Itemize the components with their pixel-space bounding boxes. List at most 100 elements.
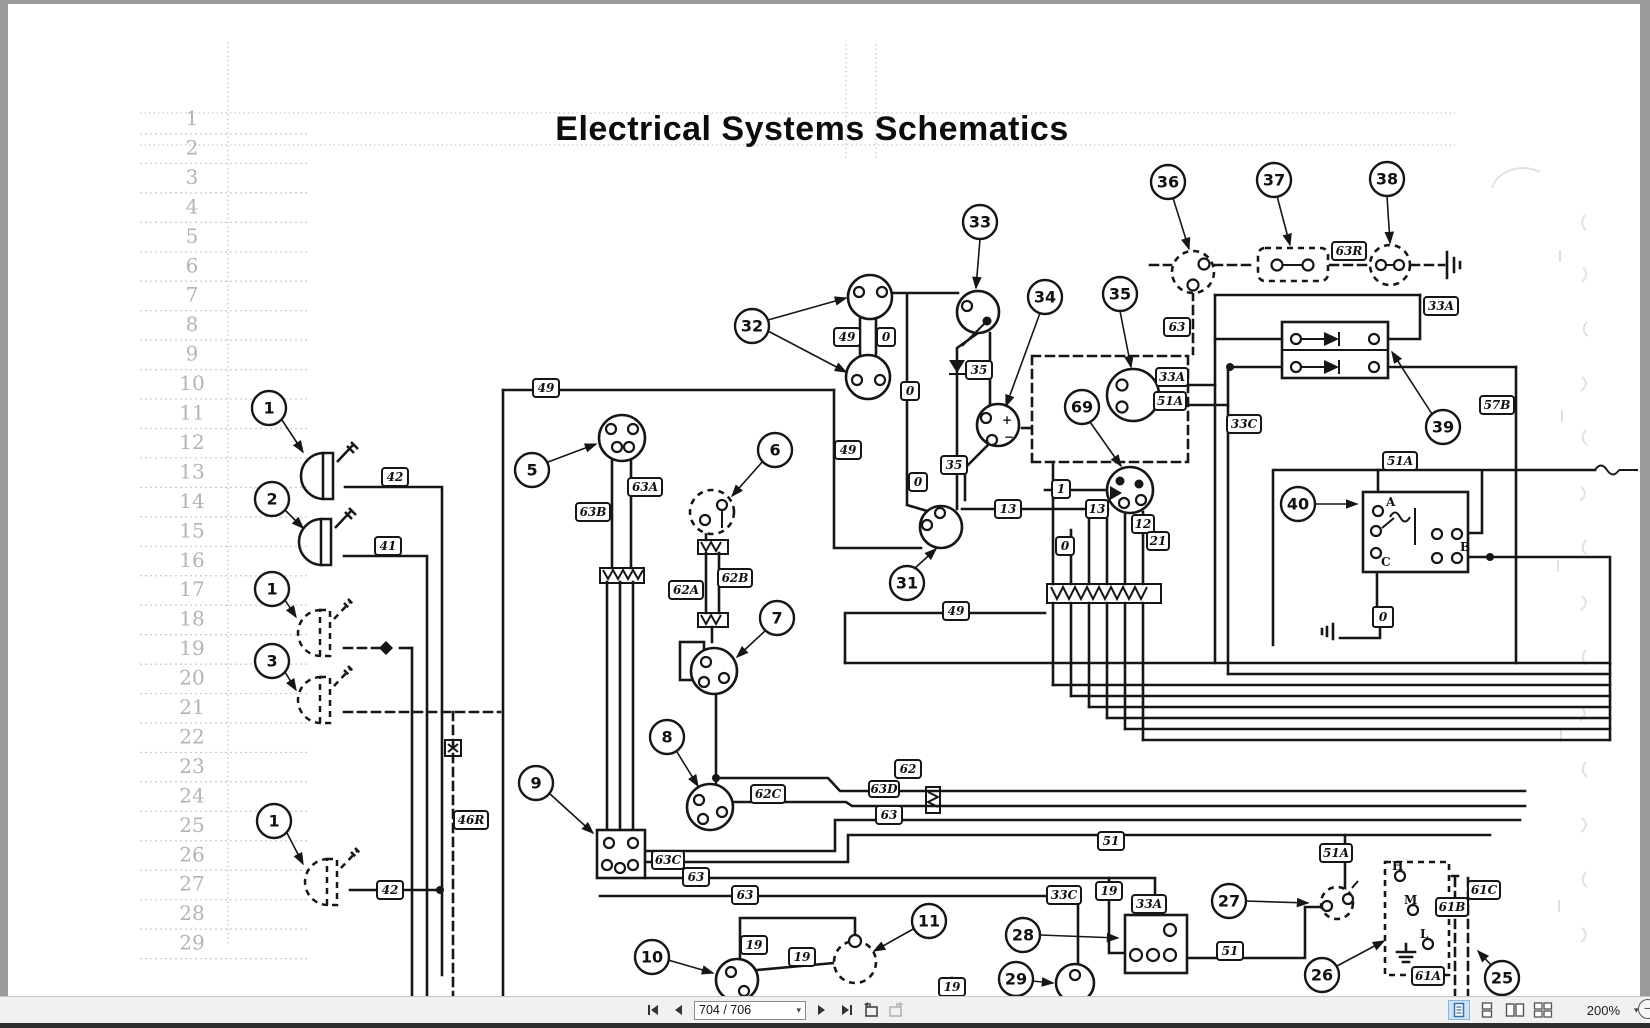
svg-text:21: 21 (1149, 534, 1167, 548)
callout-balloons: 1 2 1 3 1 5 6 7 8 9 10 11 31 32 33 34 35… (250, 160, 1521, 996)
switch-m-label: M (1404, 893, 1417, 907)
svg-text:63B: 63B (580, 505, 607, 519)
next-page-button[interactable] (811, 1000, 831, 1020)
margin-row-number: 15 (179, 518, 204, 542)
next-view-button[interactable] (886, 1000, 906, 1020)
margin-row-number: 26 (179, 842, 204, 866)
callout-8: 8 (648, 718, 686, 756)
svg-text:63D: 63D (870, 782, 898, 796)
svg-text:57B: 57B (1484, 398, 1511, 412)
facing-view-icon (1505, 1003, 1525, 1017)
facing-view-button[interactable] (1504, 1000, 1526, 1020)
svg-text:63: 63 (737, 888, 754, 902)
connector-9-block (595, 828, 647, 880)
diode-icon (949, 360, 965, 373)
margin-row-number: 25 (179, 813, 204, 837)
ground-icon (1445, 250, 1462, 280)
page-title: Electrical Systems Schematics (555, 110, 1068, 148)
relay-terminal-b-label: B (1460, 540, 1470, 554)
margin-row-number: 21 (179, 695, 204, 719)
headlamp-icon-dashed (296, 664, 357, 725)
page-number-input[interactable]: 704 / 706 ▾ (694, 1000, 806, 1020)
margin-row-number: 3 (186, 165, 199, 189)
svg-text:7: 7 (771, 609, 782, 628)
svg-text:62C: 62C (755, 787, 782, 801)
continuous-view-icon (1481, 1002, 1493, 1018)
svg-text:34: 34 (1034, 288, 1056, 307)
callout-leaders (281, 195, 1493, 987)
svg-text:51: 51 (1222, 944, 1239, 958)
components: + − (595, 243, 1470, 996)
svg-text:63: 63 (881, 808, 898, 822)
margin-row-number: 8 (186, 312, 199, 336)
margin-row-number: 27 (179, 872, 204, 896)
connector-69-cluster (1105, 465, 1155, 515)
svg-text:63: 63 (688, 870, 705, 884)
page-indicator: 704 / 706 (699, 1003, 752, 1017)
connector-7 (678, 640, 739, 696)
svg-text:37: 37 (1263, 171, 1285, 190)
callout-26: 26 (1303, 956, 1341, 994)
svg-text:0: 0 (1061, 539, 1070, 553)
margin-row-number: 16 (179, 548, 204, 572)
switch-l-label: L (1420, 927, 1429, 941)
margin-row-number: 1 (186, 106, 199, 130)
callout-1: 1 (250, 389, 288, 427)
switch-h-label: H (1392, 859, 1403, 873)
splice-connector-icon (379, 641, 393, 655)
facing-continuous-view-button[interactable] (1532, 1000, 1554, 1020)
svg-text:40: 40 (1287, 495, 1309, 514)
svg-text:33C: 33C (1231, 417, 1258, 431)
previous-view-button[interactable] (861, 1000, 881, 1020)
svg-text:36: 36 (1157, 173, 1179, 192)
ground-icon (1395, 942, 1417, 964)
svg-text:5: 5 (526, 461, 537, 480)
svg-text:0: 0 (882, 330, 891, 344)
svg-text:49: 49 (538, 381, 555, 395)
svg-text:35: 35 (1109, 285, 1131, 304)
svg-text:0: 0 (906, 384, 915, 398)
svg-text:29: 29 (1005, 970, 1027, 989)
margin-row-number: 9 (186, 342, 199, 366)
wire-tags: 42 41 46R 42 49 63A 63B 62A 62B 49 0 49 … (374, 241, 1515, 996)
svg-text:1: 1 (268, 812, 279, 831)
callout-25: 25 (1483, 959, 1521, 996)
guide-rules (140, 42, 1455, 945)
svg-text:35: 35 (971, 363, 988, 377)
svg-text:2: 2 (266, 490, 277, 509)
headlamp-icon (299, 440, 360, 501)
svg-text:31: 31 (896, 574, 918, 593)
callout-37: 37 (1255, 161, 1293, 199)
callout-31: 31 (888, 564, 926, 602)
battery-connector-34: + − (975, 402, 1021, 448)
single-page-view-button[interactable] (1448, 1000, 1470, 1020)
svg-text:51A: 51A (1323, 846, 1349, 860)
svg-text:38: 38 (1376, 170, 1398, 189)
wires-left (342, 485, 502, 996)
svg-text:10: 10 (641, 948, 663, 967)
svg-text:11: 11 (918, 912, 940, 931)
diode-block-39 (1280, 320, 1390, 380)
previous-page-button[interactable] (669, 1000, 689, 1020)
zoom-dropdown-icon[interactable]: ▾ (1634, 1004, 1639, 1015)
zoom-out-button[interactable]: − (1638, 999, 1650, 1019)
page-dropdown-icon[interactable]: ▾ (796, 1004, 801, 1015)
last-page-button[interactable] (836, 1000, 856, 1020)
view-controls: 200% ▾ (1448, 1000, 1639, 1020)
margin-row-number: 10 (179, 371, 204, 395)
pdf-toolbar: 704 / 706 ▾ 200% ▾ − (0, 996, 1650, 1023)
callout-39: 39 (1424, 408, 1462, 446)
svg-text:63A: 63A (632, 480, 658, 494)
margin-row-number: 22 (179, 724, 204, 748)
margin-row-number: 17 (179, 577, 204, 601)
callout-1c: 1 (255, 802, 293, 840)
relay-28-block (1123, 913, 1189, 975)
svg-text:63C: 63C (655, 853, 682, 867)
svg-text:41: 41 (380, 539, 397, 553)
svg-text:39: 39 (1432, 418, 1454, 437)
first-page-button[interactable] (644, 1000, 664, 1020)
continuous-view-button[interactable] (1476, 1000, 1498, 1020)
switch-27-dashed (1319, 880, 1359, 921)
page-navigation: 704 / 706 ▾ (644, 1000, 906, 1020)
svg-text:12: 12 (1135, 517, 1152, 531)
